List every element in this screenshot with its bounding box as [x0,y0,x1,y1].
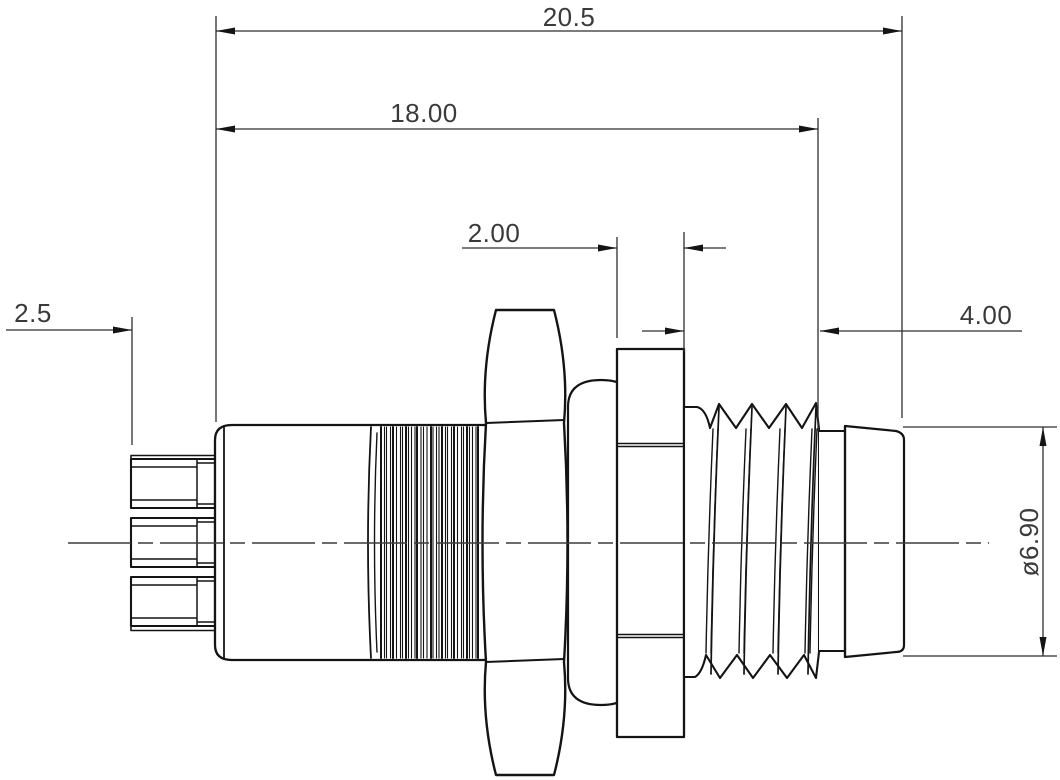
dim-label-body-length: 18.00 [390,98,458,128]
extension-line [215,16,903,422]
dim-label-terminal-length: 2.5 [14,298,52,328]
dim-terminal-length: 2.5 [6,298,133,445]
thread-section [682,401,821,680]
dim-overall-length: 20.5 [215,2,903,422]
pin [129,575,217,628]
pin [129,457,217,510]
hex-facet-lines [485,419,565,663]
thread-helix-lines [705,406,818,675]
hex-nut [481,308,569,777]
dim-body-length: 18.00 [216,98,819,431]
dim-flange-thickness: 2.00 [462,218,726,352]
tip-neck [818,430,846,652]
extension-line [616,232,685,352]
dim-label-tip-diameter: ø6.90 [1014,508,1044,577]
arrowhead [598,244,703,252]
connector-tip [818,424,906,659]
dim-label-flange-thickness: 2.00 [468,218,521,248]
extension-line [903,426,1057,657]
hidden-pin-edges [130,454,215,632]
arrowhead [113,326,132,334]
flange-inner-lines [617,442,684,639]
tip-frustum [843,424,906,659]
dim-label-overall-length: 20.5 [543,2,596,32]
arrowhead [665,327,839,335]
dim-tip-diameter: ø6.90 [903,426,1057,657]
dim-label-thread-length: 4.00 [960,300,1013,330]
dim-thread-length: 4.00 [642,300,1022,335]
